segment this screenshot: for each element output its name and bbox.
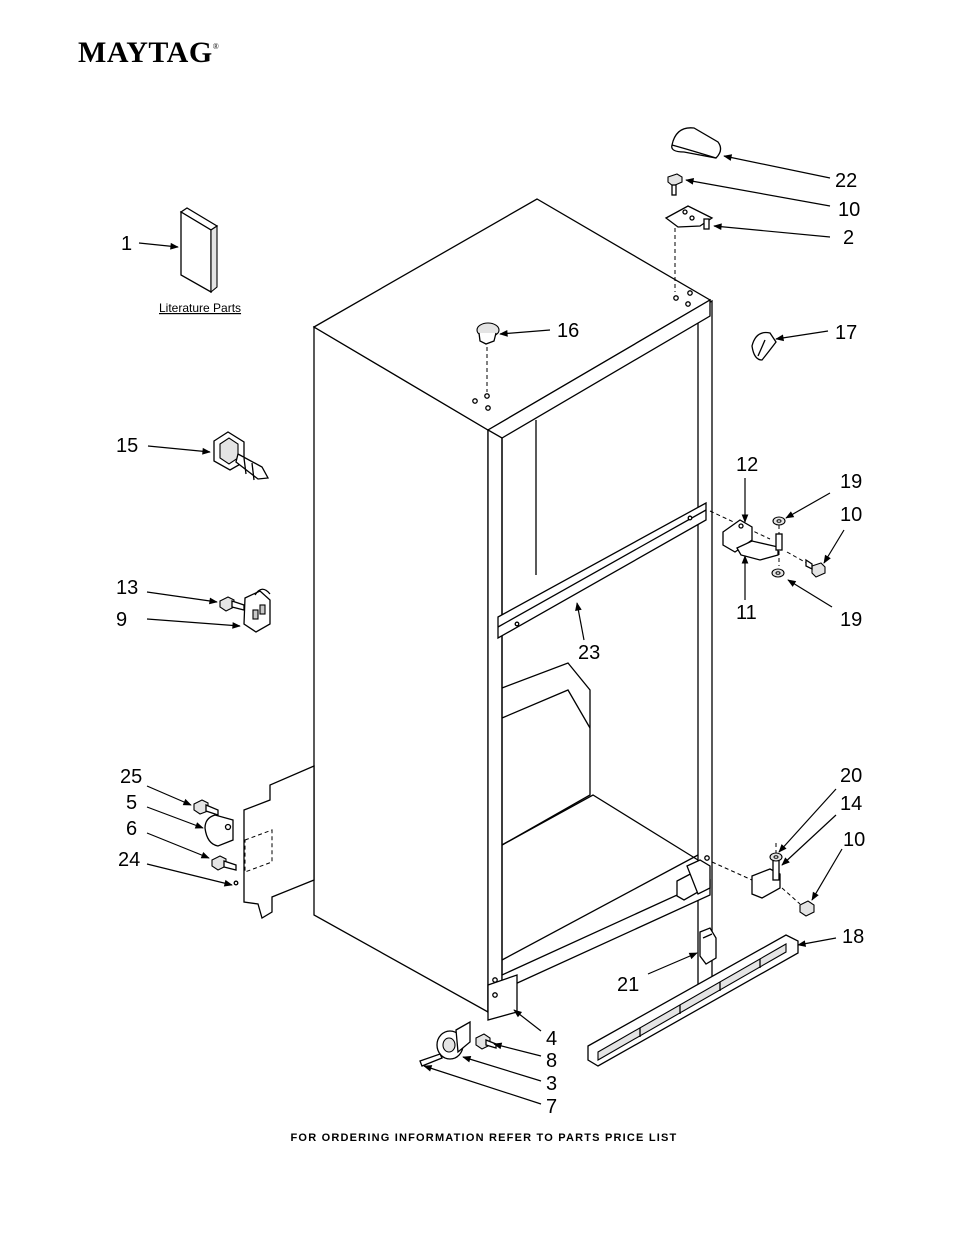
- callout-22: 22: [835, 170, 857, 192]
- registered-mark: ®: [212, 42, 220, 51]
- washer-icon: [771, 568, 785, 578]
- callout-19-top: 19: [840, 471, 862, 493]
- top-hinge-icon: [664, 205, 714, 292]
- callout-4: 4: [546, 1028, 557, 1050]
- callout-10-top: 10: [838, 199, 860, 221]
- callout-17: 17: [835, 322, 857, 344]
- callout-labels: 1 22 10 2 16 17 15 12 19 10 13 9 11 19 2…: [116, 170, 865, 1118]
- callout-18: 18: [842, 926, 864, 948]
- callout-6: 6: [126, 818, 137, 840]
- screw-icon: [799, 900, 815, 917]
- screw-icon: [667, 173, 683, 196]
- literature-book-icon: [179, 207, 219, 294]
- center-hinge-icon: [709, 510, 813, 567]
- callout-10-middle: 10: [840, 504, 862, 526]
- screw-icon: [805, 558, 826, 578]
- callout-7: 7: [546, 1096, 557, 1118]
- roller-assembly-icon: [419, 1020, 471, 1067]
- callout-8: 8: [546, 1050, 557, 1072]
- clip-icon: [699, 927, 717, 965]
- refrigerator-cabinet: [312, 198, 713, 1021]
- callout-23: 23: [578, 642, 600, 664]
- callout-5: 5: [126, 792, 137, 814]
- cabinet-plug-icon: [476, 322, 500, 392]
- bracket-icon: [243, 588, 271, 633]
- callout-3: 3: [546, 1073, 557, 1095]
- washer-icon: [772, 516, 786, 526]
- screw-icon: [193, 799, 219, 816]
- callout-11: 11: [736, 602, 757, 624]
- brand-name: MAYTAG: [78, 36, 213, 69]
- callout-1: 1: [121, 233, 132, 255]
- leader-arrows: [138, 154, 845, 1105]
- hinge-block-icon: [204, 814, 234, 847]
- callout-9: 9: [116, 609, 127, 631]
- callout-21: 21: [617, 974, 639, 996]
- shelf-support-icon: [213, 431, 270, 481]
- grille-icon: [587, 934, 799, 1067]
- literature-parts-label: Literature Parts: [159, 301, 241, 315]
- trim-cap-icon: [751, 331, 777, 361]
- callout-16: 16: [557, 320, 579, 342]
- lower-hinge-icon: [711, 843, 801, 905]
- ordering-info-footer: FOR ORDERING INFORMATION REFER TO PARTS …: [291, 1132, 678, 1144]
- callout-20: 20: [840, 765, 862, 787]
- lower-bracket-assembly: [233, 765, 315, 919]
- screw-icon: [211, 855, 237, 871]
- callout-19-bottom: 19: [840, 609, 862, 631]
- screw-icon: [219, 596, 245, 612]
- callout-14: 14: [840, 793, 862, 815]
- callout-2: 2: [843, 227, 854, 249]
- mullion-divider-bar: [497, 501, 707, 640]
- callout-10-bottom: 10: [843, 829, 865, 851]
- hinge-cover-icon: [671, 127, 722, 159]
- maytag-logo: MAYTAG®: [78, 36, 219, 70]
- callout-25: 25: [120, 766, 142, 788]
- washer-icon: [769, 852, 783, 862]
- corner-bracket-icon: [676, 859, 711, 901]
- callout-13: 13: [116, 577, 138, 599]
- callout-15: 15: [116, 435, 138, 457]
- callout-24: 24: [118, 849, 140, 871]
- callout-12: 12: [736, 454, 758, 476]
- screw-icon: [475, 1033, 497, 1050]
